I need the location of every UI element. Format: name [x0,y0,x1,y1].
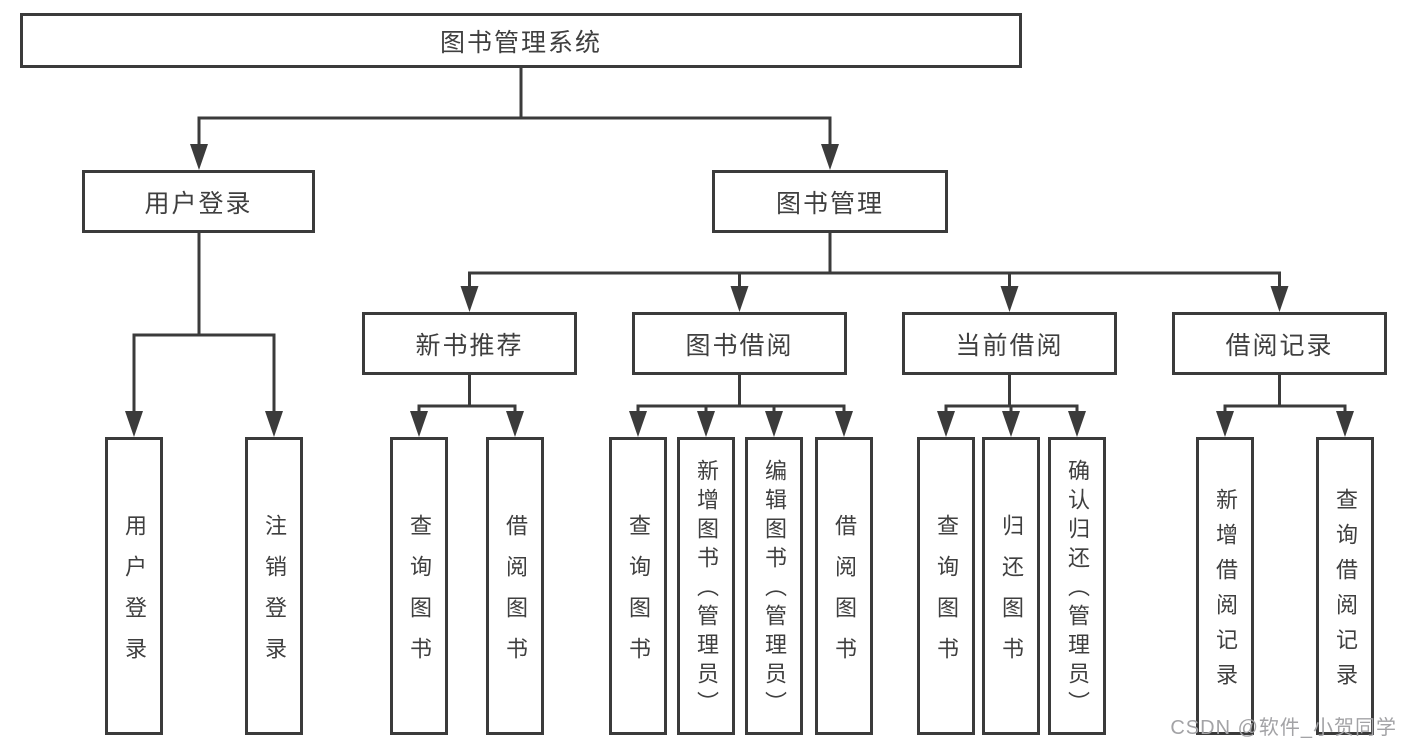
csdn-watermark: CSDN @软件_小贺同学 [1170,717,1397,739]
leaf-logout: 注销登录 [245,437,303,735]
node-borrow-records: 借阅记录 [1172,312,1387,375]
leaf-query-books-recommend: 查询图书 [390,437,448,735]
node-new-book-recommend: 新书推荐 [362,312,577,375]
leaf-add-books-admin: 新增图书（管理员） [677,437,735,735]
leaf-borrow-books: 借阅图书 [815,437,873,735]
node-current-borrowing: 当前借阅 [902,312,1117,375]
leaf-query-books-current: 查询图书 [917,437,975,735]
leaf-borrow-books-recommend: 借阅图书 [486,437,544,735]
node-user-login: 用户登录 [82,170,315,233]
leaf-user-login: 用户登录 [105,437,163,735]
node-book-management: 图书管理 [712,170,948,233]
leaf-query-books-borrowing: 查询图书 [609,437,667,735]
leaf-query-borrow-record: 查询借阅记录 [1316,437,1374,735]
node-book-borrowing: 图书借阅 [632,312,847,375]
leaf-add-borrow-record: 新增借阅记录 [1196,437,1254,735]
leaf-edit-books-admin: 编辑图书（管理员） [745,437,803,735]
leaf-return-books: 归还图书 [982,437,1040,735]
leaf-confirm-return-admin: 确认归还（管理员） [1048,437,1106,735]
node-root-system: 图书管理系统 [20,13,1022,68]
